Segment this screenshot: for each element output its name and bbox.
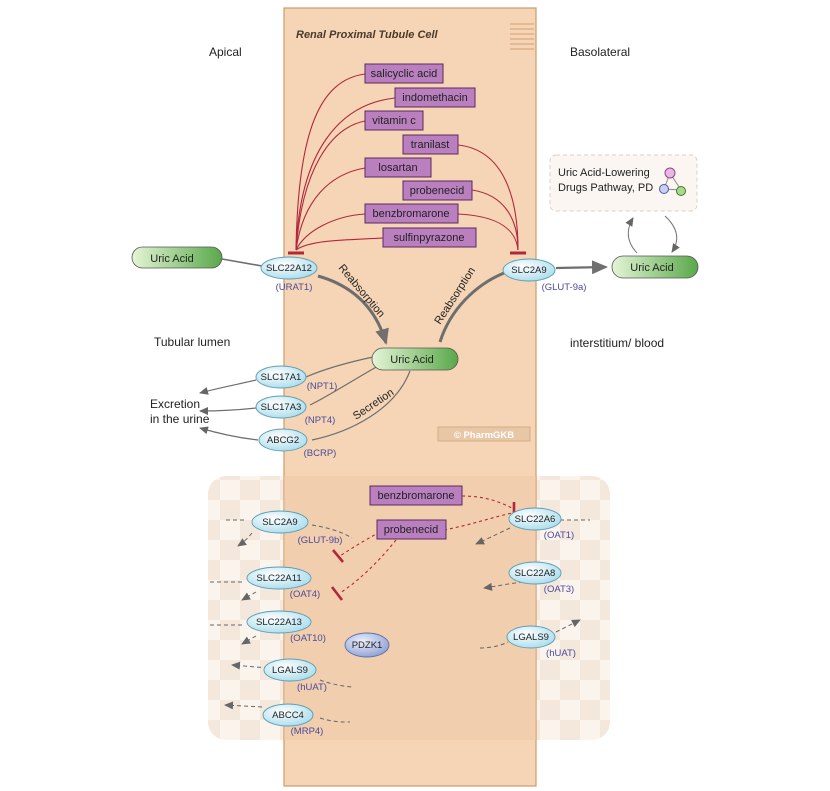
cell-lower-shade [284,476,536,740]
membrane-icon [510,23,534,50]
inhibition-lines-top [295,73,519,251]
transporter-alias: (NPT4) [305,415,336,426]
pharmgkb-watermark: © PharmGKB [437,426,531,442]
transporter-alias: (BCRP) [304,448,337,459]
drug-label: salicyclic acid [371,68,438,80]
drug-label: benzbromarone [372,208,449,220]
transporter-alias: (hUAT) [546,648,576,659]
drug-label: probenecid [384,524,438,536]
transporter-lgals9-right[interactable]: LGALS9 (hUAT) [506,625,576,659]
uric-acid-label: Uric Acid [150,253,193,265]
uric-acid-lumen[interactable]: Uric Acid [131,246,223,269]
drug-indomethacin[interactable]: indomethacin [394,87,476,108]
interstitium-blood-label: interstitium/ blood [570,336,664,350]
pathway-link-box[interactable]: Uric Acid-Lowering Drugs Pathway, PD [549,154,698,212]
transporter-name: SLC22A6 [515,514,556,525]
pathway-title-line1: Uric Acid-Lowering [558,167,650,179]
transporter-name: ABCC4 [272,710,304,721]
transporter-name: LGALS9 [513,632,549,643]
svg-text:© PharmGKB: © PharmGKB [454,430,514,441]
transporter-name: SLC22A11 [256,573,301,584]
transporter-name: LGALS9 [272,665,308,676]
transporter-alias: (OAT4) [290,589,320,600]
transporter-name: SLC22A12 [266,263,312,274]
transporter-name: SLC17A1 [261,372,302,383]
drug-label: sulfinpyrazone [394,232,465,244]
transporter-name: ABCG2 [267,435,299,446]
transporter-alias: (GLUT-9a) [542,282,587,293]
drug-probenecid-lower[interactable]: probenecid [376,519,447,540]
protein-name: PDZK1 [352,640,383,651]
pathway-network-icon [659,167,686,196]
uric-acid-blood[interactable]: Uric Acid [611,255,699,279]
transporter-name: SLC2A9 [262,517,297,528]
transporter-lgals9-left[interactable]: LGALS9 (hUAT) [263,658,327,693]
uric-acid-cell[interactable]: Uric Acid [371,347,459,371]
transporter-slc22a11[interactable]: SLC22A11 (OAT4) [246,566,320,600]
drug-salicyclic-acid[interactable]: salicyclic acid [364,63,444,84]
inhibition-lines-bottom [339,495,513,594]
cell-title: Renal Proximal Tubule Cell [296,29,439,41]
transporter-abcg2[interactable]: ABCG2 (BCRP) [258,428,337,459]
drug-label: vitamin c [372,115,416,127]
secretion-arrows [199,356,411,441]
transporter-alias: (hUAT) [297,682,327,693]
uric-acid-label: Uric Acid [390,354,433,366]
drug-label: probenecid [410,185,464,197]
transporter-alias: (OAT3) [544,584,574,595]
transporter-slc22a6[interactable]: SLC22A6 (OAT1) [508,507,574,541]
transporter-name: SLC2A9 [511,265,546,276]
drug-label: losartan [378,162,417,174]
drug-label: indomethacin [402,92,467,104]
drug-vitamin-c[interactable]: vitamin c [364,110,424,131]
uric-acid-label: Uric Acid [630,262,673,274]
transporter-name: SLC22A13 [256,617,302,628]
transporter-name: SLC17A3 [261,402,302,413]
transporter-alias: (GLUT-9b) [298,535,343,546]
excretion-label-line1: Excretion [150,397,200,411]
drug-sulfinpyrazone[interactable]: sulfinpyrazone [382,227,477,248]
drug-tranilast[interactable]: tranilast [402,134,459,155]
transporter-name: SLC22A8 [515,568,556,579]
transporter-slc2a9-top[interactable]: SLC2A9 (GLUT-9a) [502,258,587,293]
excretion-label-line2: in the urine [150,412,210,426]
transporter-alias: (NPT1) [307,381,338,392]
lower-dashed-arrows [210,519,590,723]
transporter-slc2a9-bottom[interactable]: SLC2A9 (GLUT-9b) [251,510,343,546]
uric-acid-flow-arrows [221,258,608,345]
drug-losartan[interactable]: losartan [364,157,432,178]
basolateral-label: Basolateral [570,45,630,59]
transporter-alias: (URAT1) [276,282,313,293]
transporter-slc22a8[interactable]: SLC22A8 (OAT3) [508,561,574,595]
transporter-abcc4[interactable]: ABCC4 (MRP4) [262,703,324,737]
drug-label: tranilast [411,139,450,151]
protein-pdzk1[interactable]: PDZK1 [344,632,390,658]
transporter-slc17a1[interactable]: SLC17A1 (NPT1) [255,365,338,392]
transporter-slc22a13[interactable]: SLC22A13 (OAT10) [246,610,326,644]
transporter-alias: (OAT1) [544,530,574,541]
drug-benzbromarone[interactable]: benzbromarone [364,203,459,224]
drug-probenecid[interactable]: probenecid [402,180,473,201]
tubular-lumen-label: Tubular lumen [154,335,230,349]
pathway-title-line2: Drugs Pathway, PD [558,182,653,194]
drug-benzbromarone-lower[interactable]: benzbromarone [369,485,463,506]
transporter-alias: (MRP4) [291,726,324,737]
drug-label: benzbromarone [377,490,454,502]
apical-label: Apical [209,45,242,59]
transporter-slc22a12[interactable]: SLC22A12 (URAT1) [260,256,318,293]
transporter-slc17a3[interactable]: SLC17A3 (NPT4) [255,395,336,426]
transporter-alias: (OAT10) [290,633,326,644]
pathway-feedback-arrows [625,215,680,254]
